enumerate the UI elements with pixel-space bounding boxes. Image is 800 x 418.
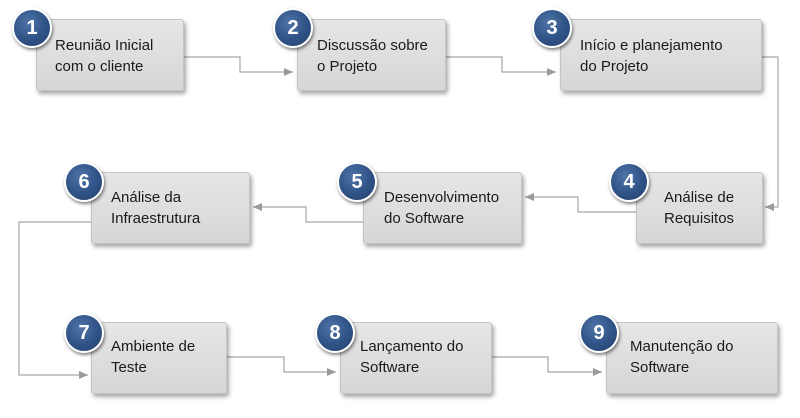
- connector-3-4: [762, 56, 779, 211]
- step-1-box: [36, 19, 184, 91]
- step-7-box: [91, 322, 227, 394]
- connector-5-6: [253, 203, 363, 223]
- step-7-badge: 7: [64, 313, 104, 353]
- step-9-line-2: Software: [630, 359, 690, 376]
- step-4-line-1: Análise de: [664, 189, 735, 206]
- step-7-line-1: Ambiente de: [111, 338, 196, 355]
- step-2-box: [297, 19, 446, 91]
- step-8-line-2: Software: [360, 359, 420, 376]
- step-4-label: Análise de Requisitos: [664, 187, 734, 229]
- step-5-box: [363, 172, 522, 244]
- connector-8-9: [491, 356, 602, 376]
- step-4-line-2: Requisitos: [664, 210, 735, 227]
- step-7-line-2: Teste: [111, 359, 147, 376]
- step-3-label: Início e planejamento do Projeto: [580, 35, 723, 77]
- step-6-box: [91, 172, 250, 244]
- step-6-label: Análise da Infraestrutura: [111, 187, 200, 229]
- step-1-label: Reunião Inicial com o cliente: [55, 35, 153, 77]
- connector-6-7: [18, 221, 91, 379]
- step-5-line-2: do Software: [384, 210, 465, 227]
- connector-7-8: [227, 356, 336, 376]
- step-1-line-2: com o cliente: [55, 58, 144, 75]
- step-2-label: Discussão sobre o Projeto: [317, 35, 428, 77]
- step-1-line-1: Reunião Inicial: [55, 37, 154, 54]
- step-6-badge: 6: [64, 162, 104, 202]
- step-8-line-1: Lançamento do: [360, 338, 464, 355]
- step-3-box: [560, 19, 762, 91]
- connector-2-3: [446, 56, 556, 76]
- step-8-box: [340, 322, 492, 394]
- step-8-label: Lançamento do Software: [360, 336, 463, 378]
- step-9-box: [606, 322, 778, 394]
- step-3-badge: 3: [532, 8, 572, 48]
- step-8-badge: 8: [315, 313, 355, 353]
- step-5-badge: 5: [337, 162, 377, 202]
- step-1-badge: 1: [12, 8, 52, 48]
- step-2-line-1: Discussão sobre: [317, 37, 428, 54]
- step-4-box: [636, 172, 763, 244]
- step-7-label: Ambiente de Teste: [111, 336, 195, 378]
- step-2-line-2: o Projeto: [317, 58, 378, 75]
- step-5-line-1: Desenvolvimento: [384, 189, 500, 206]
- step-9-line-1: Manutenção do: [630, 338, 734, 355]
- step-5-label: Desenvolvimento do Software: [384, 187, 499, 229]
- step-4-badge: 4: [609, 162, 649, 202]
- connector-4-5: [525, 193, 636, 213]
- step-9-label: Manutenção do Software: [630, 336, 733, 378]
- step-2-badge: 2: [273, 8, 313, 48]
- step-9-badge: 9: [579, 313, 619, 353]
- step-6-line-2: Infraestrutura: [111, 210, 201, 227]
- step-3-line-1: Início e planejamento: [580, 37, 723, 54]
- step-6-line-1: Análise da: [111, 189, 182, 206]
- step-3-line-2: do Projeto: [580, 58, 649, 75]
- connector-1-2: [184, 56, 293, 76]
